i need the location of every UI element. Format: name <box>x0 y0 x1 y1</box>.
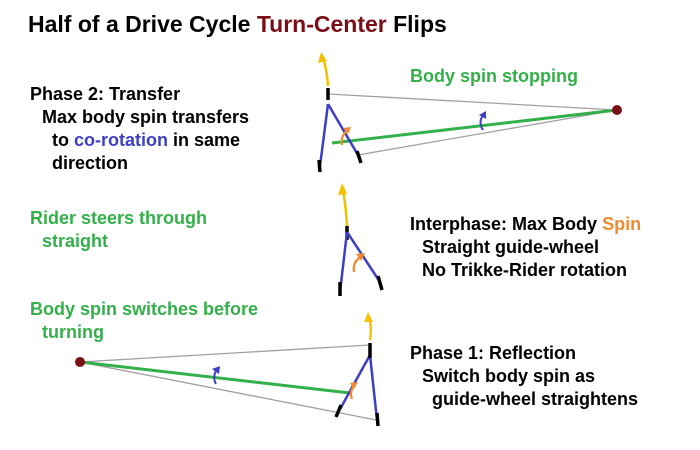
phase2-green-axis <box>331 108 618 145</box>
phase2-rear-wheel-right <box>355 150 363 164</box>
phase1-text-block: Phase 1: Reflection Switch body spin as … <box>410 342 638 411</box>
interphase-rear-wheel-right <box>376 275 384 291</box>
phase1-line2: guide-wheel straightens <box>432 389 639 409</box>
phase1-fork-right <box>368 354 379 421</box>
interphase-spin: Spin <box>602 214 642 234</box>
phase2-line2a: to <box>52 130 69 150</box>
phase2-fork-left <box>318 103 330 167</box>
rider-steers-line1: Rider steers through <box>30 208 208 228</box>
title-highlight: Turn-Center <box>256 11 387 37</box>
phase1-yellow-arrowhead <box>364 312 373 322</box>
phase2-fork-right <box>326 103 360 156</box>
rider-steers-block: Rider steers through straight <box>30 207 207 253</box>
phase1-rear-wheel-left <box>334 404 343 418</box>
phase2-line3: direction <box>52 153 129 173</box>
phase2-yellow-arrow <box>321 57 330 87</box>
phase2-rear-wheel-left <box>317 159 322 173</box>
phase2-blue-rotation-icon <box>479 114 484 131</box>
phase2-blue-rotation-arrowhead <box>479 111 486 119</box>
phase1-blue-rotation-arrowhead <box>212 366 220 374</box>
phase2-co-rotation: co-rotation <box>74 130 169 150</box>
interphase-figure <box>338 183 384 296</box>
phase1-figure <box>75 312 380 427</box>
phase2-text-block: Phase 2: Transfer Max body spin transfer… <box>30 83 249 175</box>
phase2-line1: Max body spin transfers <box>42 107 250 127</box>
phase2-gray-line-upper <box>327 93 618 111</box>
phase1-gray-line-upper <box>79 344 371 363</box>
interphase-yellow-arrowhead <box>338 183 347 195</box>
phase2-yellow-arrowhead <box>318 52 327 63</box>
body-spin-switches-block: Body spin switches before turning <box>30 298 258 344</box>
rider-steers-line2: straight <box>42 231 109 251</box>
diagram-title: Half of a Drive Cycle Turn-Center Flips <box>28 10 447 38</box>
interphase-line2: Straight guide-wheel <box>422 237 600 257</box>
phase1-turn-center <box>75 357 85 367</box>
body-spin-stopping-label: Body spin stopping <box>410 66 578 86</box>
phase2-gray-line-lower <box>357 109 618 156</box>
title-part1: Half of a Drive Cycle <box>28 11 251 37</box>
phase1-gray-line-lower <box>79 361 377 421</box>
phase1-heading: Phase 1: Reflection <box>410 343 577 363</box>
phase1-line1: Switch body spin as <box>422 366 596 386</box>
interphase-orange-rotation-arrowhead <box>356 253 365 261</box>
phase2-orange-rotation-arrowhead <box>343 127 351 134</box>
phase1-orange-rotation-arrowhead <box>350 382 358 389</box>
phase2-line2: to co-rotation in same <box>30 129 249 152</box>
body-spin-switches-line1: Body spin switches before <box>30 299 259 319</box>
interphase-fork-right <box>345 231 382 283</box>
phase2-turn-center <box>612 105 622 115</box>
interphase-line1a: Interphase: Max Body <box>410 214 598 234</box>
interphase-line3: No Trikke-Rider rotation <box>422 260 628 280</box>
title-part2: Flips <box>393 11 447 37</box>
phase2-figure <box>317 52 622 173</box>
interphase-yellow-arrow <box>341 189 349 227</box>
phase1-rear-wheel-right <box>375 412 380 427</box>
phase2-heading: Phase 2: Transfer <box>30 84 181 104</box>
interphase-text-block: Interphase: Max Body Spin Straight guide… <box>410 213 641 282</box>
body-spin-switches-line2: turning <box>42 322 104 342</box>
phase2-line2c: in same <box>173 130 241 150</box>
interphase-line1: Interphase: Max Body Spin <box>410 213 641 236</box>
